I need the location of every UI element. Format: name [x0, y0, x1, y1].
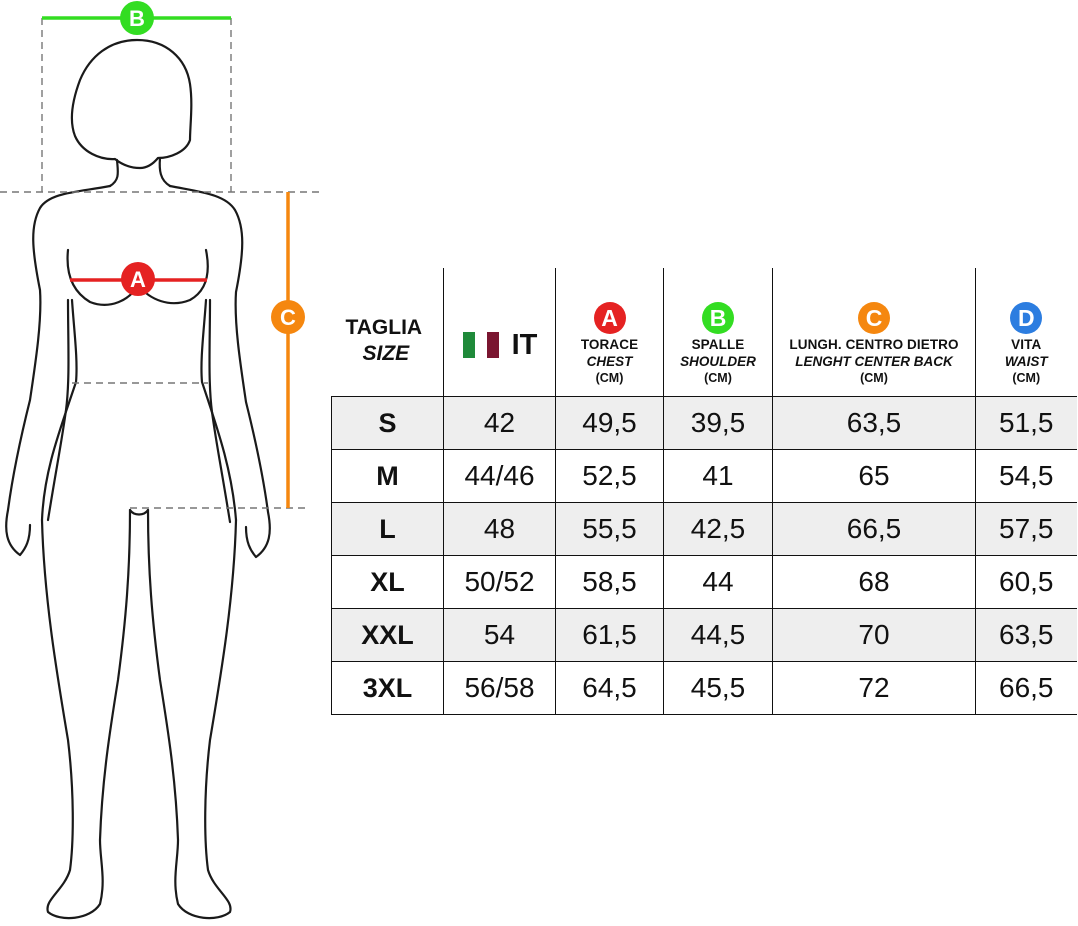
header-chest-unit: (CM): [595, 371, 624, 385]
cell-chest: 64,5: [555, 661, 664, 715]
cell-waist: 54,5: [975, 449, 1077, 503]
cell-shoulder: 44,5: [663, 608, 773, 662]
cell-back: 63,5: [772, 396, 976, 450]
cell-it: 56/58: [443, 661, 556, 715]
size-chart-table: TAGLIA SIZE IT A TORACE CHEST (CM) B SPA…: [331, 268, 1077, 715]
header-chest: A TORACE CHEST (CM): [555, 268, 664, 397]
cell-size: XL: [331, 555, 444, 609]
cell-it: 44/46: [443, 449, 556, 503]
cell-back: 70: [772, 608, 976, 662]
header-chest-sub: CHEST: [586, 354, 633, 369]
italian-flag-icon: [462, 332, 500, 358]
marker-a: A: [121, 262, 155, 296]
cell-back: 68: [772, 555, 976, 609]
cell-waist: 51,5: [975, 396, 1077, 450]
cell-size: L: [331, 502, 444, 556]
marker-c-label: C: [280, 305, 296, 330]
header-back-sub: LENGHT CENTER BACK: [795, 354, 953, 369]
cell-waist: 57,5: [975, 502, 1077, 556]
cell-it: 50/52: [443, 555, 556, 609]
cell-shoulder: 41: [663, 449, 773, 503]
cell-chest: 52,5: [555, 449, 664, 503]
cell-it: 54: [443, 608, 556, 662]
table-row: XL 50/52 58,5 44 68 60,5: [331, 555, 1077, 609]
table-row: 3XL 56/58 64,5 45,5 72 66,5: [331, 661, 1077, 715]
marker-b-label: B: [129, 6, 145, 31]
cell-size: M: [331, 449, 444, 503]
cell-chest: 58,5: [555, 555, 664, 609]
cell-size: 3XL: [331, 661, 444, 715]
table-header-row: TAGLIA SIZE IT A TORACE CHEST (CM) B SPA…: [331, 268, 1077, 397]
table-row: M 44/46 52,5 41 65 54,5: [331, 449, 1077, 503]
body-outline: [5, 38, 271, 920]
header-size: TAGLIA SIZE: [331, 268, 444, 397]
header-it: IT: [443, 268, 556, 397]
header-shoulder: B SPALLE SHOULDER (CM): [663, 268, 773, 397]
table-row: XXL 54 61,5 44,5 70 63,5: [331, 608, 1077, 662]
marker-b: B: [120, 1, 154, 35]
cell-it: 42: [443, 396, 556, 450]
header-waist-sub: WAIST: [1004, 354, 1048, 369]
header-back-main: LUNGH. CENTRO DIETRO: [789, 337, 959, 352]
header-size-main: TAGLIA: [345, 316, 423, 339]
cell-chest: 55,5: [555, 502, 664, 556]
cell-back: 66,5: [772, 502, 976, 556]
cell-back: 65: [772, 449, 976, 503]
marker-c: C: [271, 300, 305, 334]
body-figure-diagram: B A C: [0, 1, 320, 920]
badge-a-icon: A: [593, 302, 626, 334]
cell-chest: 61,5: [555, 608, 664, 662]
cell-size: S: [331, 396, 444, 450]
header-back-unit: (CM): [860, 371, 888, 385]
header-shoulder-main: SPALLE: [691, 337, 745, 352]
cell-shoulder: 42,5: [663, 502, 773, 556]
cell-shoulder: 44: [663, 555, 773, 609]
table-row: L 48 55,5 42,5 66,5 57,5: [331, 502, 1077, 556]
header-it-label: IT: [511, 328, 538, 361]
header-chest-main: TORACE: [580, 337, 639, 352]
header-waist: D VITA WAIST (CM): [975, 268, 1077, 397]
cell-shoulder: 45,5: [663, 661, 773, 715]
marker-a-label: A: [130, 267, 146, 292]
badge-b-icon: B: [702, 302, 734, 334]
cell-it: 48: [443, 502, 556, 556]
badge-c-icon: C: [858, 302, 890, 334]
cell-size: XXL: [331, 608, 444, 662]
badge-d-icon: D: [1010, 302, 1043, 334]
cell-chest: 49,5: [555, 396, 664, 450]
header-shoulder-sub: SHOULDER: [680, 354, 756, 369]
header-back-length: C LUNGH. CENTRO DIETRO LENGHT CENTER BAC…: [772, 268, 976, 397]
guide-lines: [0, 18, 320, 509]
header-shoulder-unit: (CM): [704, 371, 732, 385]
cell-waist: 60,5: [975, 555, 1077, 609]
header-waist-main: VITA: [1011, 337, 1042, 352]
cell-waist: 66,5: [975, 661, 1077, 715]
header-waist-unit: (CM): [1012, 371, 1041, 385]
header-size-sub: SIZE: [362, 342, 410, 365]
cell-waist: 63,5: [975, 608, 1077, 662]
cell-shoulder: 39,5: [663, 396, 773, 450]
cell-back: 72: [772, 661, 976, 715]
table-row: S 42 49,5 39,5 63,5 51,5: [331, 396, 1077, 450]
